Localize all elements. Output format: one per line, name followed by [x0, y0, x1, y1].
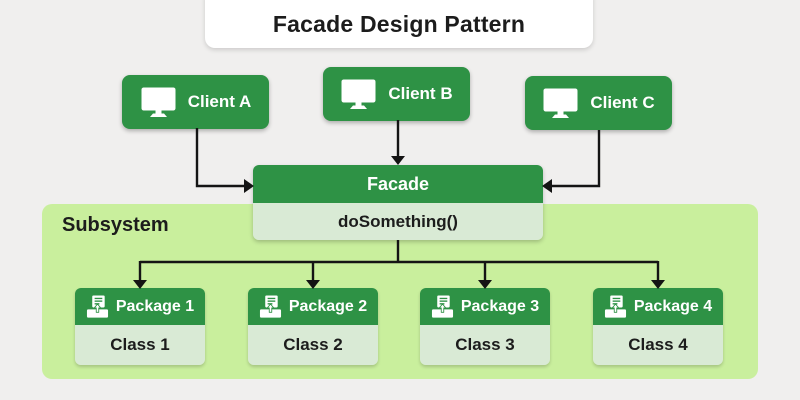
client-c-box: Client C	[525, 76, 672, 130]
facade-method: doSomething()	[253, 203, 543, 240]
arrow-client-a-to-facade	[195, 128, 254, 193]
package-1-class: Class 1	[75, 325, 205, 365]
subsystem-label: Subsystem	[62, 214, 169, 236]
monitor-icon	[140, 87, 177, 118]
package-4-label: Package 4	[633, 297, 713, 315]
package-3-class: Class 3	[420, 325, 550, 365]
package-3-header: Package 3	[420, 288, 550, 325]
monitor-icon	[542, 88, 579, 119]
client-c-label: Client C	[590, 93, 655, 112]
package-3-label: Package 3	[460, 297, 540, 315]
monitor-icon	[340, 79, 377, 110]
client-a-box: Client A	[122, 75, 269, 129]
client-b-box: Client B	[323, 67, 470, 121]
package-icon	[86, 295, 109, 318]
package-1-label: Package 1	[115, 297, 195, 315]
client-a-label: Client A	[187, 92, 252, 111]
package-4-class: Class 4	[593, 325, 723, 365]
package-1-header: Package 1	[75, 288, 205, 325]
package-icon	[604, 295, 627, 318]
facade-title: Facade	[253, 165, 543, 203]
facade-box: Facade doSomething()	[253, 165, 543, 240]
package-2-box: Package 2 Class 2	[248, 288, 378, 365]
diagram-title-box: Facade Design Pattern	[205, 0, 593, 48]
arrow-client-c-to-facade	[542, 130, 601, 193]
package-4-box: Package 4 Class 4	[593, 288, 723, 365]
package-3-box: Package 3 Class 3	[420, 288, 550, 365]
package-icon	[259, 295, 282, 318]
package-4-header: Package 4	[593, 288, 723, 325]
package-1-box: Package 1 Class 1	[75, 288, 205, 365]
client-b-label: Client B	[388, 84, 453, 103]
diagram-title: Facade Design Pattern	[272, 10, 526, 37]
package-icon	[431, 295, 454, 318]
package-2-class: Class 2	[248, 325, 378, 365]
arrow-client-b-to-facade	[391, 120, 405, 165]
package-2-label: Package 2	[288, 297, 368, 315]
package-2-header: Package 2	[248, 288, 378, 325]
